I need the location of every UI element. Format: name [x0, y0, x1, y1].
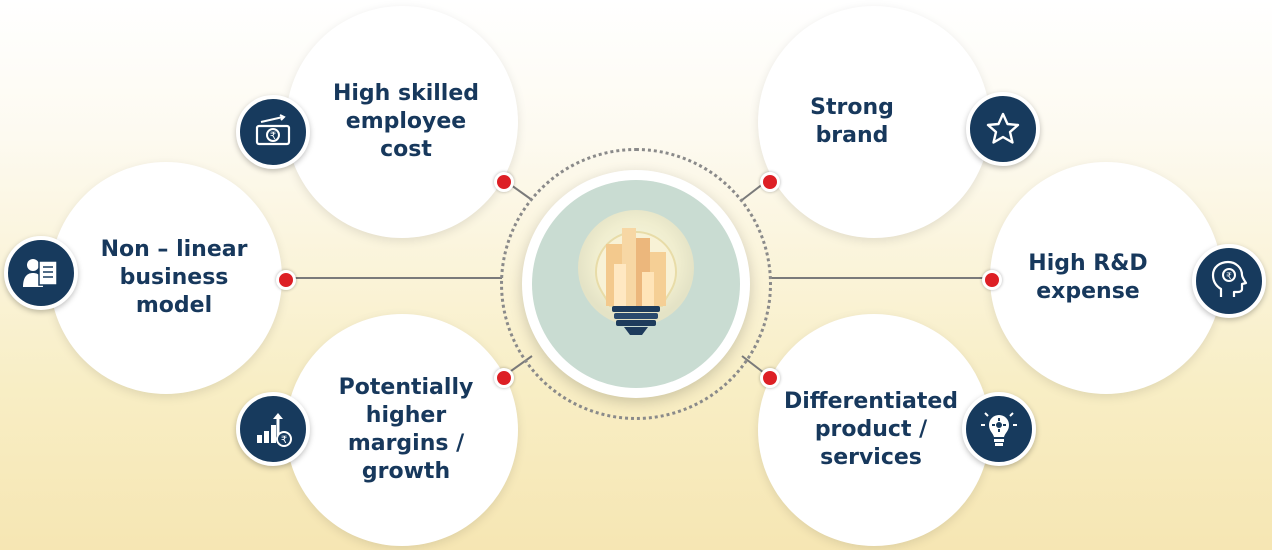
- node-label: High skilled employee cost: [332, 81, 480, 162]
- node-label: Non – linear business model: [100, 237, 248, 318]
- node-high-rnd-expense: High R&D expense: [990, 162, 1222, 394]
- svg-text:₹: ₹: [270, 131, 276, 142]
- node-label: Differentiated product / services: [783, 389, 959, 470]
- node-high-skilled-employee-cost: High skilled employee cost: [286, 6, 518, 238]
- node-differentiated-product-services: Differentiated product / services: [758, 314, 990, 546]
- center-dotted-ring: [500, 148, 772, 420]
- lightbulb-gear-icon: [962, 392, 1036, 466]
- growth-bars-rupee-icon: ₹: [236, 392, 310, 466]
- connector-dot: [982, 270, 1002, 290]
- node-potentially-higher-margins: Potentially higher margins / growth: [286, 314, 518, 546]
- rupee-money-icon: ₹: [236, 95, 310, 169]
- employee-document-icon: [4, 236, 78, 310]
- connector-dot: [276, 270, 296, 290]
- connector-dot: [760, 368, 780, 388]
- node-label: Potentially higher margins / growth: [338, 375, 474, 484]
- connector-dot: [494, 368, 514, 388]
- node-non-linear-business-model: Non – linear business model: [50, 162, 282, 394]
- connector-dot: [494, 172, 514, 192]
- node-label: Strong brand: [810, 95, 894, 148]
- center-inner-circle: [532, 180, 740, 388]
- connector-dot: [760, 172, 780, 192]
- star-icon: [966, 92, 1040, 166]
- svg-text:₹: ₹: [281, 435, 287, 446]
- svg-text:₹: ₹: [1226, 272, 1232, 282]
- node-strong-brand: Strong brand: [758, 6, 990, 238]
- node-label: High R&D expense: [1028, 251, 1148, 304]
- lightbulb-city-icon: [578, 210, 694, 335]
- head-rupee-icon: ₹: [1192, 244, 1266, 318]
